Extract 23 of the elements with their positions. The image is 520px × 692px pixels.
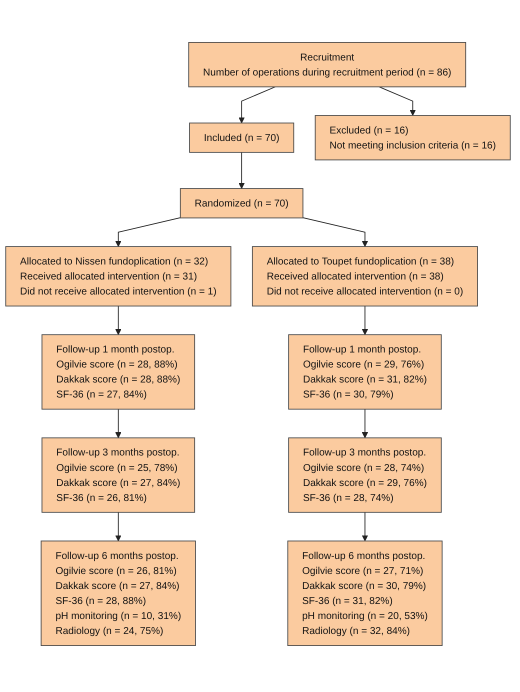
arrow <box>378 86 416 116</box>
node-box: Follow-up 6 months postop. Ogilvie score (n = 27, 71%) Dakkak score (n = 30, 79%) SF-36 (n = 31, 82%) pH monitoring (n = 20, 53%) Radiology (n = 32, 84%) <box>287 540 443 646</box>
arrow <box>238 152 245 189</box>
node-box: Included (n = 70) <box>189 122 294 153</box>
node-box: Follow-up 3 months postop. Ogilvie score (n = 28, 74%) Dakkak score (n = 29, 76%) SF-36 (n = 28, 74%) <box>288 437 442 513</box>
arrow <box>238 86 276 124</box>
node-box: Follow-up 1 month postop. Ogilvie score (n = 29, 76%) Dakkak score (n = 31, 82%) SF-36 (n = 30, 79%) <box>288 334 442 410</box>
node-box: Recruitment Number of operations during recruitment period (n = 86) <box>188 42 466 88</box>
node-box: Excluded (n = 16) Not meeting inclusion criteria (n = 16) <box>314 115 511 160</box>
arrow <box>362 408 368 438</box>
arrow <box>115 306 122 335</box>
arrow <box>362 306 368 335</box>
arrow <box>115 408 122 438</box>
arrow <box>115 512 122 542</box>
arrow <box>302 217 368 247</box>
node-box: Follow-up 3 months postop. Ogilvie score (n = 25, 78%) Dakkak score (n = 27, 84%) SF-36 (n = 26, 81%) <box>42 437 196 513</box>
node-box: Follow-up 6 months postop. Ogilvie score (n = 26, 81%) Dakkak score (n = 27, 84%) SF-36 (n = 28, 88%) pH monitoring (n = 10, 31%) Radiology (n = 24, 75%) <box>40 540 196 646</box>
arrow <box>115 217 181 247</box>
node-box: Follow-up 1 month postop. Ogilvie score (n = 28, 88%) Dakkak score (n = 28, 88%) SF-36 (n = 27, 84%) <box>42 334 196 410</box>
node-box: Randomized (n = 70) <box>180 188 304 218</box>
node-box: Allocated to Toupet fundoplication (n = 38) Received allocated intervention (n = 38) Did not receive allocated intervention (n = 0) <box>252 246 478 306</box>
node-box: Allocated to Nissen fundoplication (n = 32) Received allocated intervention (n = 31) Did not receive allocated intervention (n = 1) <box>5 246 232 306</box>
arrow <box>362 512 368 542</box>
